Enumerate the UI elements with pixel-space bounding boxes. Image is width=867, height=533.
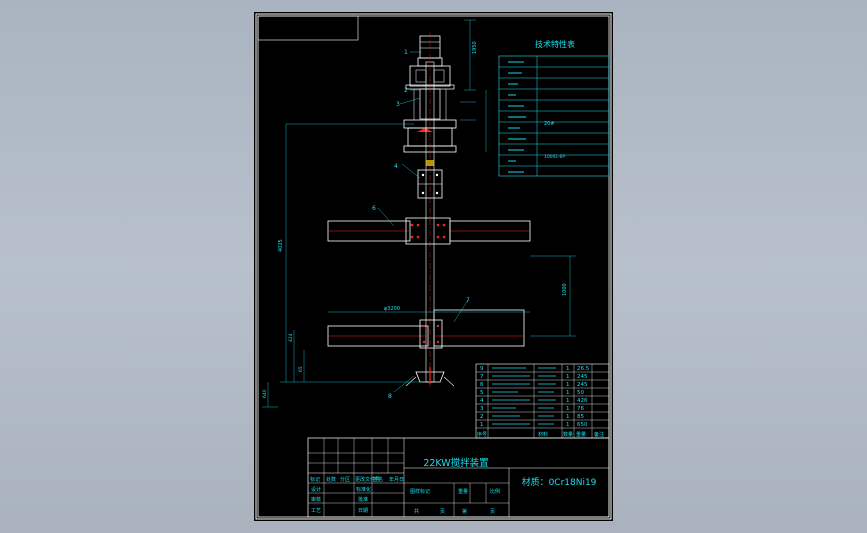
drawing-title: 22KW搅拌装置: [423, 457, 488, 469]
callout-1: 1: [404, 49, 408, 56]
part-weight-2: 245: [577, 374, 588, 380]
part-weight-5: 426: [577, 398, 588, 404]
spec-table-title: 技术特性表: [535, 39, 575, 49]
callout-4: 4: [394, 163, 398, 170]
lower-hub: [419, 319, 443, 349]
dim-blade-gap: 1000: [562, 283, 568, 296]
callout-8: 8: [388, 393, 392, 400]
part-weight-6: 76: [577, 406, 584, 412]
spec-value-material: 20#: [544, 121, 555, 127]
part-qty-1: 1: [566, 366, 570, 372]
top-tag-box: [257, 15, 359, 41]
part-no-8: 1: [480, 422, 484, 428]
dim-total-height: 4025: [278, 239, 284, 252]
tb-label-zone: 分区: [340, 476, 350, 483]
tb-label-change: 更改文件号: [355, 476, 380, 483]
part-qty-3: 1: [566, 382, 570, 388]
tb-role-design: 设计: [311, 486, 321, 493]
dimension-lines: [262, 19, 576, 408]
tb-approve: 批准: [358, 496, 368, 503]
part-weight-1: 26.5: [577, 366, 590, 372]
title-block: 22KW搅拌装置 材质：0Cr18Ni19 标记 处数 分区 更改文件号 签名 …: [307, 437, 610, 518]
tb-stage-weight: 重量: [458, 488, 468, 495]
outer-border: [255, 13, 612, 520]
parts-header-material: 材料: [538, 431, 548, 438]
part-no-2: 7: [480, 374, 484, 380]
part-weight-8: 650: [577, 422, 588, 428]
parts-header-qty: 数量: [563, 431, 573, 438]
tb-label-mark: 标记: [310, 476, 320, 483]
lower-blade-right: [433, 309, 525, 347]
tb-sheet-total: 共: [414, 508, 419, 515]
dim-bottom-c: 640: [262, 389, 268, 398]
callout-7: 7: [466, 297, 470, 304]
part-no-5: 4: [480, 398, 484, 404]
parts-header-remark: 备注: [594, 431, 604, 438]
part-weight-3: 245: [577, 382, 588, 388]
upper-hub: [405, 217, 451, 245]
parts-header-weight: 重量: [576, 431, 586, 438]
spec-table: 技术特性表 20# 1000L-6P: [498, 39, 610, 177]
part-no-1: 9: [480, 366, 484, 372]
tb-role-review: 审核: [311, 496, 321, 503]
part-qty-8: 1: [566, 422, 570, 428]
parts-list: 9 7 6 5 4 3 2 1 1 1 1 1 1 1 1 1 26.5 245…: [475, 363, 610, 439]
tb-role-process: 工艺: [311, 508, 321, 514]
callout-6: 6: [372, 205, 376, 212]
parts-header-no: 序号: [477, 431, 487, 438]
part-weight-7: 85: [577, 414, 584, 420]
dim-bottom-b: 65: [298, 366, 304, 372]
material-label: 材质：0Cr18Ni19: [522, 476, 597, 488]
tb-sheet-page1: 页: [440, 509, 445, 515]
dim-diameter: φ3200: [384, 306, 400, 312]
tb-label-date: 年月日: [389, 476, 404, 483]
dim-bottom-a: 424: [288, 333, 294, 342]
tb-standardize: 标准化: [356, 486, 371, 493]
part-weight-4: 50: [577, 390, 584, 396]
cad-drawing: 技术特性表 20# 1000L-6P: [255, 13, 612, 520]
part-qty-4: 1: [566, 390, 570, 396]
tb-sheet-no: 第: [462, 508, 467, 515]
part-qty-6: 1: [566, 406, 570, 412]
part-qty-7: 1: [566, 414, 570, 420]
tb-label-sign: 签名: [373, 476, 383, 483]
dim-top-width: 1950: [472, 41, 478, 54]
tb-stage-mark: 图样标记: [410, 488, 430, 495]
part-no-4: 5: [480, 390, 484, 396]
part-qty-2: 1: [566, 374, 570, 380]
drawing-sheet: 技术特性表 20# 1000L-6P: [254, 12, 613, 521]
part-no-3: 6: [480, 382, 484, 388]
bottom-bearing: [415, 371, 445, 383]
callout-2: 2: [404, 87, 408, 94]
tb-stage-scale: 比例: [490, 488, 500, 495]
inner-border: [257, 15, 610, 518]
callout-3: 3: [396, 101, 400, 108]
part-no-7: 2: [480, 414, 484, 420]
part-qty-5: 1: [566, 398, 570, 404]
agitator-assembly: [327, 32, 531, 387]
part-callouts: 1 2 3 4 6 7 8: [372, 49, 470, 400]
part-no-6: 3: [480, 406, 484, 412]
tb-sheet-page2: 页: [490, 509, 495, 515]
tb-date: 日期: [358, 508, 368, 514]
dimension-texts: 1950 4025 1000 φ3200 424 65 640: [262, 41, 568, 398]
tb-label-count: 处数: [326, 476, 336, 483]
spec-value-reducer: 1000L-6P: [544, 154, 565, 160]
